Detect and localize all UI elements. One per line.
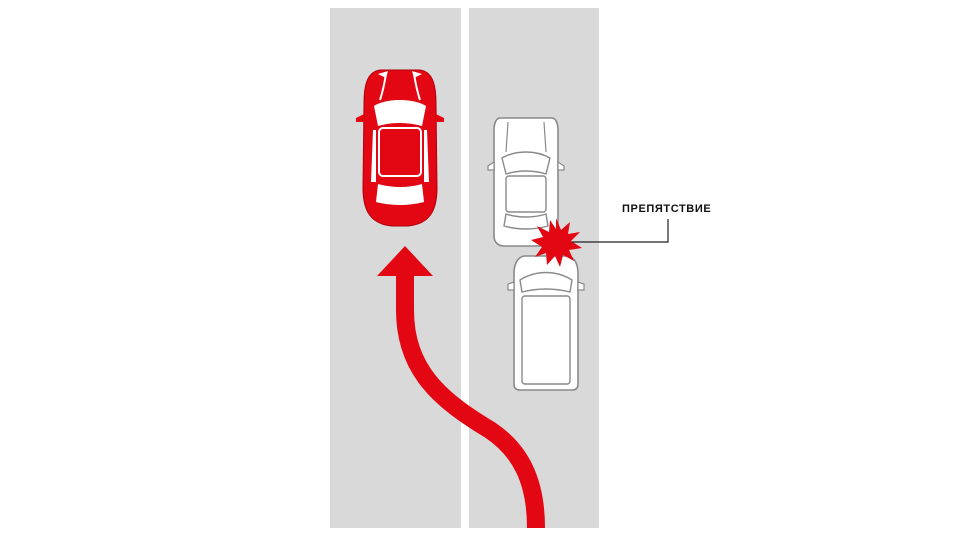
curved-arrow-icon [377,246,545,529]
obstacle-label: ПРЕПЯТСТВИЕ [622,203,711,215]
red-car-icon [356,69,444,227]
path-curve [396,275,545,529]
white-van-icon [507,255,585,391]
obstacle-leader-line [572,219,669,243]
collision-burst-icon [531,218,582,267]
arrow-head [377,246,433,276]
